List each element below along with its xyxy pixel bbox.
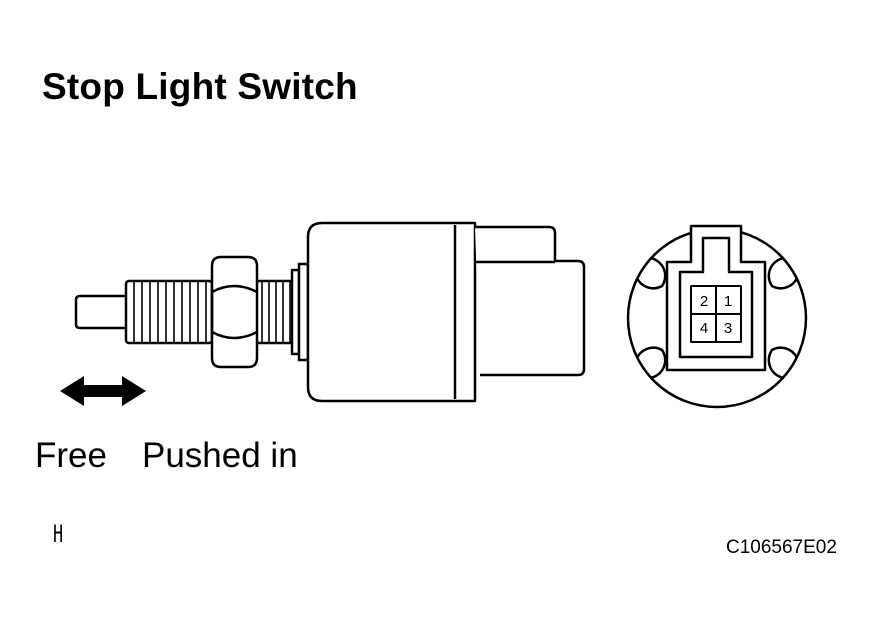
threaded-shaft (124, 279, 297, 345)
diagram-title: Stop Light Switch (42, 66, 358, 107)
pin-4-label: 4 (700, 320, 708, 337)
connector-face (626, 224, 808, 409)
pin-2-label: 2 (700, 293, 708, 310)
flange (290, 262, 310, 362)
connector-housing (475, 225, 586, 377)
pushed-in-label: Pushed in (142, 436, 298, 475)
corner-mark: H (53, 520, 64, 548)
plunger (74, 294, 126, 330)
switch-body (306, 221, 477, 403)
pin-1-label: 1 (724, 293, 732, 310)
figure-code: C106567E02 (726, 537, 837, 558)
free-label: Free (35, 436, 107, 475)
double-arrow-icon (60, 376, 146, 406)
hex-nut (210, 255, 259, 369)
pin-3-label: 3 (724, 320, 732, 337)
